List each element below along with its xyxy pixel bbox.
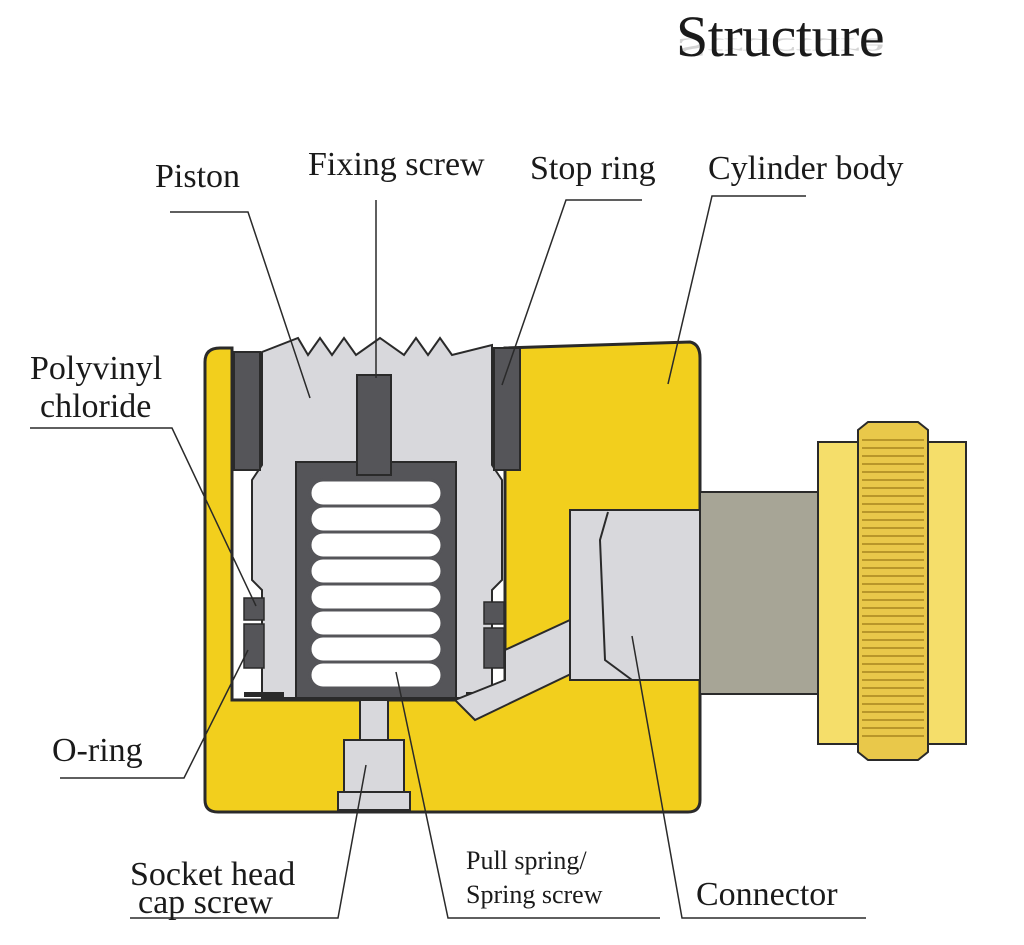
label-cylinder-body: Cylinder body <box>708 150 904 187</box>
label-connector: Connector <box>696 876 838 913</box>
label-pull-spring-line2: Spring screw <box>466 880 603 909</box>
cap-screw-washer <box>337 791 411 811</box>
bottom-seal-left <box>244 692 284 697</box>
cap-screw-head <box>343 739 405 796</box>
label-socket-line1: Socket head <box>130 856 296 893</box>
page-title: Structure <box>676 4 885 69</box>
stop-ring-right <box>493 347 521 471</box>
o-ring-left <box>243 623 265 669</box>
cap-screw-shank <box>359 699 389 743</box>
leader-lines <box>30 195 866 919</box>
connector-shaft <box>699 491 821 695</box>
pvc-seal-right <box>483 601 505 625</box>
label-pull-spring-line1: Pull spring/ <box>466 846 587 875</box>
cylinder-body <box>203 340 702 814</box>
knurl-lines <box>862 439 924 737</box>
connector-cone <box>598 511 633 681</box>
coupler-flange-right <box>925 441 967 745</box>
coupler-flange-left <box>817 441 859 745</box>
label-pvc-line1: Polyvinyl <box>30 350 163 387</box>
pvc-seal-left <box>243 597 265 621</box>
pull-spring <box>308 478 444 690</box>
label-socket-line2: cap screw <box>138 884 273 921</box>
o-ring-right <box>483 627 505 669</box>
label-o-ring: O-ring <box>52 732 143 769</box>
fixing-screw <box>356 374 392 476</box>
label-fixing-screw: Fixing screw <box>308 146 485 183</box>
stop-ring-left <box>233 351 261 471</box>
label-pvc-line2: chloride <box>40 388 152 425</box>
title-reflection: Structure <box>676 32 885 62</box>
label-piston: Piston <box>155 158 241 195</box>
label-stop-ring: Stop ring <box>530 150 656 187</box>
